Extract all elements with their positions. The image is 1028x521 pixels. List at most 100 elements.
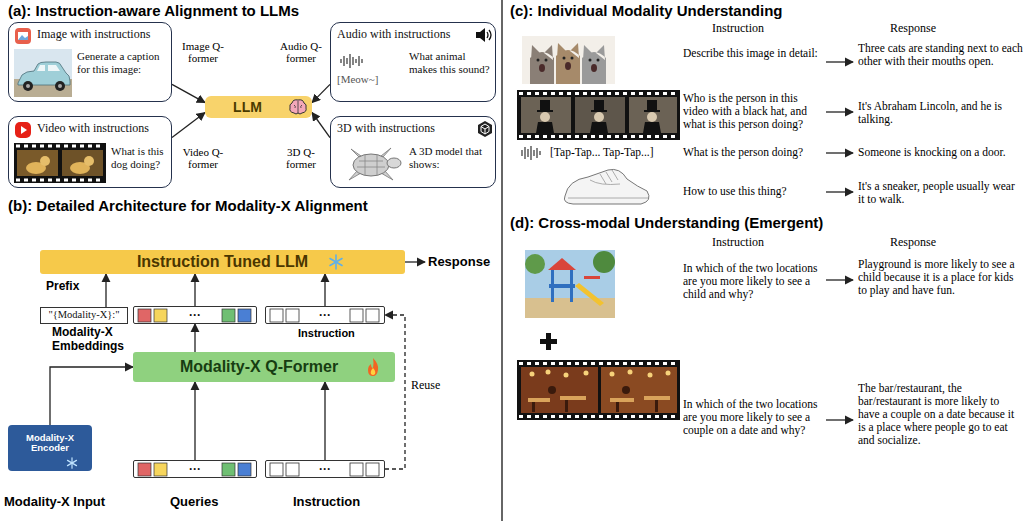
figure-part xyxy=(519,135,678,138)
figure-part xyxy=(371,368,376,375)
figure-part xyxy=(519,92,678,95)
figure-part xyxy=(519,362,678,365)
box-label: Modality-X Encoder xyxy=(8,433,92,454)
figure-part xyxy=(286,463,299,476)
figure-part xyxy=(597,59,600,62)
figure-part xyxy=(540,112,657,122)
figure-part xyxy=(666,371,671,376)
figure-part xyxy=(341,54,362,68)
figure-part xyxy=(565,400,568,412)
figure-part xyxy=(17,150,58,176)
figure-part xyxy=(536,122,554,133)
edge-label: Prefix xyxy=(46,279,79,293)
figure-part xyxy=(532,402,535,412)
input-box: Video with instructionsWhat is this dog … xyxy=(8,116,172,188)
instruction-text: In which of the two locations are you mo… xyxy=(683,262,823,301)
panel-title: (b): Detailed Architecture for Modality-… xyxy=(8,197,368,215)
figure-part xyxy=(655,400,658,412)
figure-part xyxy=(616,402,619,412)
figure-part xyxy=(18,32,28,40)
figure-part xyxy=(18,35,28,40)
token-row: ··· xyxy=(265,306,385,324)
figure-part xyxy=(68,458,77,469)
input-box: 3D with instructionsA 3D model that show… xyxy=(330,116,496,188)
figure-part xyxy=(540,112,550,122)
llm-box: Instruction Tuned LLM xyxy=(40,250,405,274)
box-label: "{Modality-X}:" xyxy=(48,310,119,321)
figure-part xyxy=(519,415,678,418)
figure-part xyxy=(539,64,545,72)
figure-part xyxy=(536,100,661,133)
figure-part xyxy=(643,122,661,133)
figure-part xyxy=(154,463,167,476)
figure-part xyxy=(58,84,62,88)
figure-part xyxy=(476,28,485,42)
sound-text: [Meow~] xyxy=(337,73,403,86)
figure-part xyxy=(540,100,550,110)
llm-box: LLM xyxy=(205,96,312,118)
figure-part xyxy=(346,58,347,64)
figure-part xyxy=(560,396,586,400)
figure-part xyxy=(548,386,556,394)
response-text: The bar/restaurant, the bar/restaurant i… xyxy=(858,382,1023,447)
figure-part xyxy=(629,97,677,133)
figure-part xyxy=(330,255,342,269)
figure-part xyxy=(68,460,77,465)
figure-part xyxy=(584,371,589,376)
response-text: It's Abraham Lincoln, and he is talking. xyxy=(858,100,1023,126)
figure-part xyxy=(286,309,299,322)
figure-part xyxy=(350,309,363,322)
figure-part xyxy=(530,372,535,377)
token-row: ··· xyxy=(265,460,385,478)
figure-part xyxy=(540,333,557,350)
instruction-text: Describe this image in detail: xyxy=(683,47,823,60)
prefix-box: "{Modality-X}:" xyxy=(40,307,128,324)
connector-arrow xyxy=(312,84,330,102)
figure-part xyxy=(539,151,540,155)
input-box: Image with instructionsGenerate a captio… xyxy=(8,22,172,102)
figure-part xyxy=(546,370,551,375)
figure-part xyxy=(16,145,104,148)
car-photo xyxy=(14,49,72,97)
connector-arrow xyxy=(194,324,195,352)
figure-part xyxy=(368,358,378,376)
figure-part xyxy=(14,143,106,183)
figure-part xyxy=(353,154,389,176)
box-label: ··· xyxy=(189,463,201,475)
panel-title: (d): Cross-modal Understanding (Emergent… xyxy=(510,214,823,232)
figure-part xyxy=(532,386,658,412)
instruction-text: What animal makes this sound? xyxy=(409,50,493,75)
qformer-box: Modality-X Q-Former xyxy=(133,352,395,382)
figure-part xyxy=(55,81,65,91)
figure-part xyxy=(366,309,379,322)
figure-part xyxy=(593,251,615,273)
frozen-icon xyxy=(328,254,344,270)
figure-part xyxy=(343,56,344,66)
figure-part xyxy=(533,150,534,156)
figure-part xyxy=(340,59,341,63)
turtle-model xyxy=(341,143,403,183)
figure-part xyxy=(330,259,342,266)
figure-part xyxy=(222,463,235,476)
figure-part xyxy=(270,309,379,322)
connector-arrow xyxy=(172,84,205,102)
figure-part xyxy=(549,284,575,288)
cube-icon xyxy=(477,120,493,138)
edge-label: 3D Q-former xyxy=(274,146,328,170)
figure-part xyxy=(563,57,566,60)
figure-part xyxy=(556,43,580,84)
figure-part xyxy=(270,309,283,322)
figure-part xyxy=(537,110,553,112)
connector-arrow xyxy=(172,113,205,138)
box-label: Instruction Tuned LLM xyxy=(137,254,308,270)
column-header: Instruction xyxy=(712,235,764,249)
figure-part xyxy=(584,276,600,279)
figure-part xyxy=(84,156,94,166)
figure-part xyxy=(594,112,604,122)
box-label: ··· xyxy=(189,309,201,321)
instruction-text: In which of the two locations are you mo… xyxy=(683,398,823,437)
figure-part xyxy=(591,64,597,72)
connector-arrow xyxy=(312,113,330,138)
figure-part xyxy=(330,259,342,266)
figure-part xyxy=(405,261,425,262)
